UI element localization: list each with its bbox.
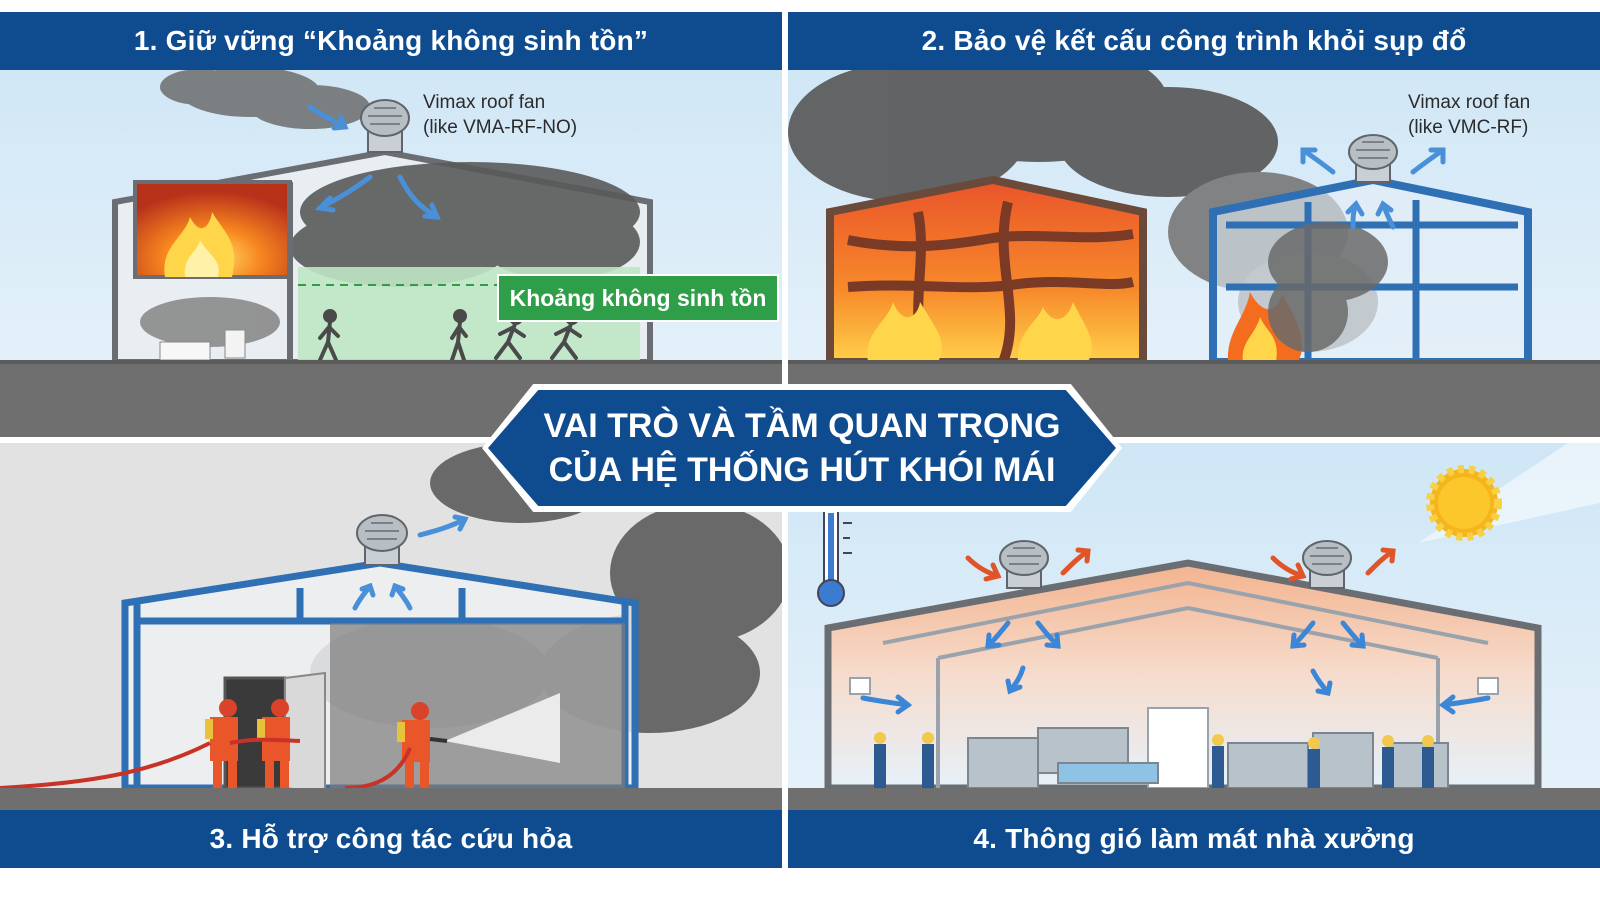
panel-3-illustration (0, 443, 782, 868)
fan-label: Vimax roof fan (like VMA-RF-NO) (423, 92, 578, 138)
sun-icon (1418, 443, 1600, 543)
person-icon (318, 309, 340, 362)
panel-structure-protection: 2. Bảo vệ kết cấu công trình khỏi sụp đổ… (788, 12, 1600, 437)
survival-zone-label: Khoảng không sinh tồn (497, 274, 779, 322)
center-title-badge: VAI TRÒ VÀ TẦM QUAN TRỌNG CỦA HỆ THỐNG H… (482, 384, 1122, 512)
roof-fan-icon (356, 514, 408, 566)
roof-fan-icon (1302, 540, 1352, 589)
roof-fan-icon (999, 540, 1049, 589)
panel-title: 1. Giữ vững “Khoảng không sinh tồn” (0, 12, 782, 70)
center-title-line-2: CỦA HỆ THỐNG HÚT KHÓI MÁI (548, 451, 1056, 489)
panel-firefighting-support: 3. Hỗ trợ công tác cứu hỏa (0, 443, 782, 868)
panel-1-illustration (0, 12, 782, 437)
panel-survival-space: 1. Giữ vững “Khoảng không sinh tồn” Vima… (0, 12, 782, 437)
firefighter-icon (205, 699, 238, 788)
panel-title: 3. Hỗ trợ công tác cứu hỏa (0, 810, 782, 868)
panel-title: 4. Thông gió làm mát nhà xưởng (788, 810, 1600, 868)
firefighter-icon (397, 702, 448, 788)
fire-icon (164, 212, 235, 277)
roof-fan-icon (360, 99, 410, 153)
airflow-arrow-icon (1300, 147, 1446, 230)
airflow-arrow-icon (307, 104, 441, 220)
panel-2-illustration (788, 12, 1600, 437)
smoke-cloud-icon (1268, 222, 1388, 352)
fire-icon (867, 302, 1093, 362)
panel-title: 2. Bảo vệ kết cấu công trình khỏi sụp đổ (788, 12, 1600, 70)
airflow-arrow-icon (352, 514, 469, 611)
airflow-arrow-icon (860, 547, 1491, 715)
person-icon (874, 732, 1434, 788)
center-title-line-1: VAI TRÒ VÀ TẦM QUAN TRỌNG (543, 407, 1061, 445)
person-icon (450, 309, 468, 362)
roof-fan-icon (1348, 134, 1398, 183)
panel-factory-ventilation: 4. Thông gió làm mát nhà xưởng (788, 443, 1600, 868)
fan-label: Vimax roof fan (like VMC-RF) (1408, 92, 1531, 138)
